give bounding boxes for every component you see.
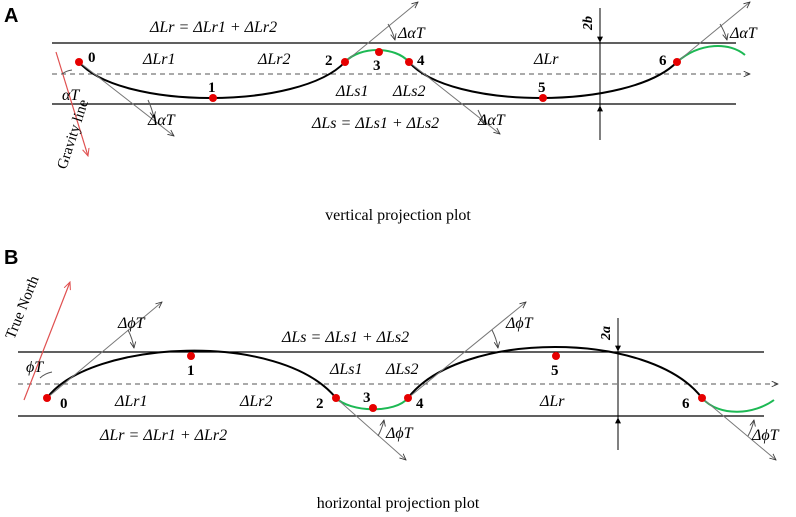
panel-b-curve-4-6 bbox=[407, 346, 703, 399]
panel-a-delta-alpha-0: ΔαT bbox=[147, 112, 176, 129]
panel-b-phi-label: ϕT bbox=[26, 359, 44, 376]
panel-b-seg-r2: ΔLr2 bbox=[239, 393, 273, 410]
panel-a-point-label-2: 2 bbox=[325, 53, 333, 69]
panel-b-seg-s1: ΔLs1 bbox=[329, 361, 363, 378]
panel-a-tangent-2 bbox=[344, 2, 418, 63]
panel-a-tangent-0 bbox=[78, 61, 174, 136]
panel-a-point-label-1: 1 bbox=[208, 80, 216, 96]
panel-a-tangent-6 bbox=[676, 2, 750, 63]
panel-a-eq-bottom: ΔLs = ΔLs1 + ΔLs2 bbox=[311, 115, 439, 132]
panel-a-label: A bbox=[4, 5, 18, 27]
panel-b-true-north-line bbox=[23, 282, 70, 401]
panel-a-delta-alpha-2: ΔαT bbox=[397, 25, 426, 42]
panel-b-delta-phi-0: ΔϕT bbox=[117, 315, 146, 332]
panel-b-point-6 bbox=[698, 394, 706, 402]
panel-b-tangent-2 bbox=[335, 397, 406, 460]
panel-a-angle-arc-4 bbox=[477, 109, 484, 124]
panel-b-phi-arc bbox=[39, 371, 53, 379]
panel-b-point-3 bbox=[369, 404, 377, 412]
panel-a-point-label-4: 4 bbox=[417, 53, 425, 69]
panel-b-point-1 bbox=[187, 352, 195, 360]
panel-b-tangent-0 bbox=[46, 302, 162, 399]
panel-a-point-6 bbox=[673, 58, 681, 66]
panel-a-angle-arc-2 bbox=[387, 23, 395, 40]
panel-a-alpha-arc bbox=[61, 69, 73, 75]
panel-a-point-label-3: 3 bbox=[373, 58, 381, 74]
panel-a-gravity-label: Gravity line bbox=[55, 97, 93, 171]
panel-b-angle-arc-0 bbox=[127, 329, 134, 348]
panel-b-point-label-4: 4 bbox=[416, 396, 424, 412]
panel-a-delta-alpha-4: ΔαT bbox=[477, 112, 506, 129]
panel-b-point-5 bbox=[552, 352, 560, 360]
panel-a-point-2 bbox=[341, 58, 349, 66]
panel-b-label: B bbox=[4, 247, 18, 269]
panel-b-point-label-3: 3 bbox=[363, 390, 371, 406]
panel-b-caption: horizontal projection plot bbox=[317, 495, 480, 512]
panel-a-seg-s1: ΔLs1 bbox=[335, 83, 369, 100]
panel-a-point-1 bbox=[209, 94, 217, 102]
panel-b-delta-phi-2: ΔϕT bbox=[385, 425, 414, 442]
panel-b-tangent-6 bbox=[701, 397, 776, 460]
panel-b-seg-r: ΔLr bbox=[539, 393, 565, 410]
panel-b-seg-s2: ΔLs2 bbox=[385, 361, 419, 378]
panel-b-eq-top: ΔLs = ΔLs1 + ΔLs2 bbox=[281, 329, 409, 346]
panel-a-gravity-line bbox=[55, 51, 88, 156]
panel-b-seg-r1: ΔLr1 bbox=[114, 393, 148, 410]
panel-a-seg-r2: ΔLr2 bbox=[257, 51, 291, 68]
panel-b-point-label-5: 5 bbox=[551, 363, 559, 379]
panel-b-width-label: 2a bbox=[599, 326, 614, 341]
panel-a-seg-s2: ΔLs2 bbox=[392, 83, 426, 100]
panel-a-point-label-5: 5 bbox=[538, 80, 546, 96]
panel-b-delta-phi-4: ΔϕT bbox=[505, 315, 534, 332]
panel-a-eq-top: ΔLr = ΔLr1 + ΔLr2 bbox=[149, 19, 277, 36]
panel-a-point-4 bbox=[405, 58, 413, 66]
panel-b-point-4 bbox=[404, 394, 412, 402]
panel-a-delta-alpha-6: ΔαT bbox=[729, 25, 758, 42]
panel-b-point-label-1: 1 bbox=[187, 363, 195, 379]
panel-b-point-label-6: 6 bbox=[682, 396, 690, 412]
panel-a-caption: vertical projection plot bbox=[325, 207, 471, 224]
panel-a-point-0 bbox=[75, 58, 83, 66]
panel-a-point-label-0: 0 bbox=[88, 50, 96, 66]
panel-b: B 2a True North bbox=[3, 247, 780, 512]
panel-a-point-label-6: 6 bbox=[659, 53, 667, 69]
panel-b-angle-arc-2 bbox=[377, 420, 384, 437]
panel-a-alpha-label: αT bbox=[62, 87, 80, 104]
panel-b-true-north-label: True North bbox=[3, 273, 43, 341]
panel-a-point-3 bbox=[375, 48, 383, 56]
panel-b-angle-arc-6 bbox=[747, 420, 754, 437]
panel-a-width-label: 2b bbox=[581, 16, 596, 31]
panel-b-point-0 bbox=[43, 394, 51, 402]
panel-b-eq-bottom: ΔLr = ΔLr1 + ΔLr2 bbox=[99, 427, 227, 444]
panel-b-point-2 bbox=[332, 394, 340, 402]
panel-a-angle-arc-6 bbox=[719, 23, 727, 40]
panel-a-seg-r: ΔLr bbox=[533, 51, 559, 68]
panel-b-tangent-4 bbox=[407, 302, 526, 399]
panel-b-point-label-2: 2 bbox=[316, 396, 324, 412]
panel-a-seg-r1: ΔLr1 bbox=[142, 51, 176, 68]
panel-b-point-label-0: 0 bbox=[60, 396, 68, 412]
panel-b-green-curve-6 bbox=[701, 397, 775, 413]
panel-a-angle-arc-0 bbox=[147, 99, 154, 118]
panel-b-delta-phi-6: ΔϕT bbox=[751, 427, 780, 444]
panel-b-angle-arc-4 bbox=[491, 329, 498, 348]
panel-a: A 2b Gravity line bbox=[4, 2, 758, 224]
panel-a-point-5 bbox=[539, 94, 547, 102]
